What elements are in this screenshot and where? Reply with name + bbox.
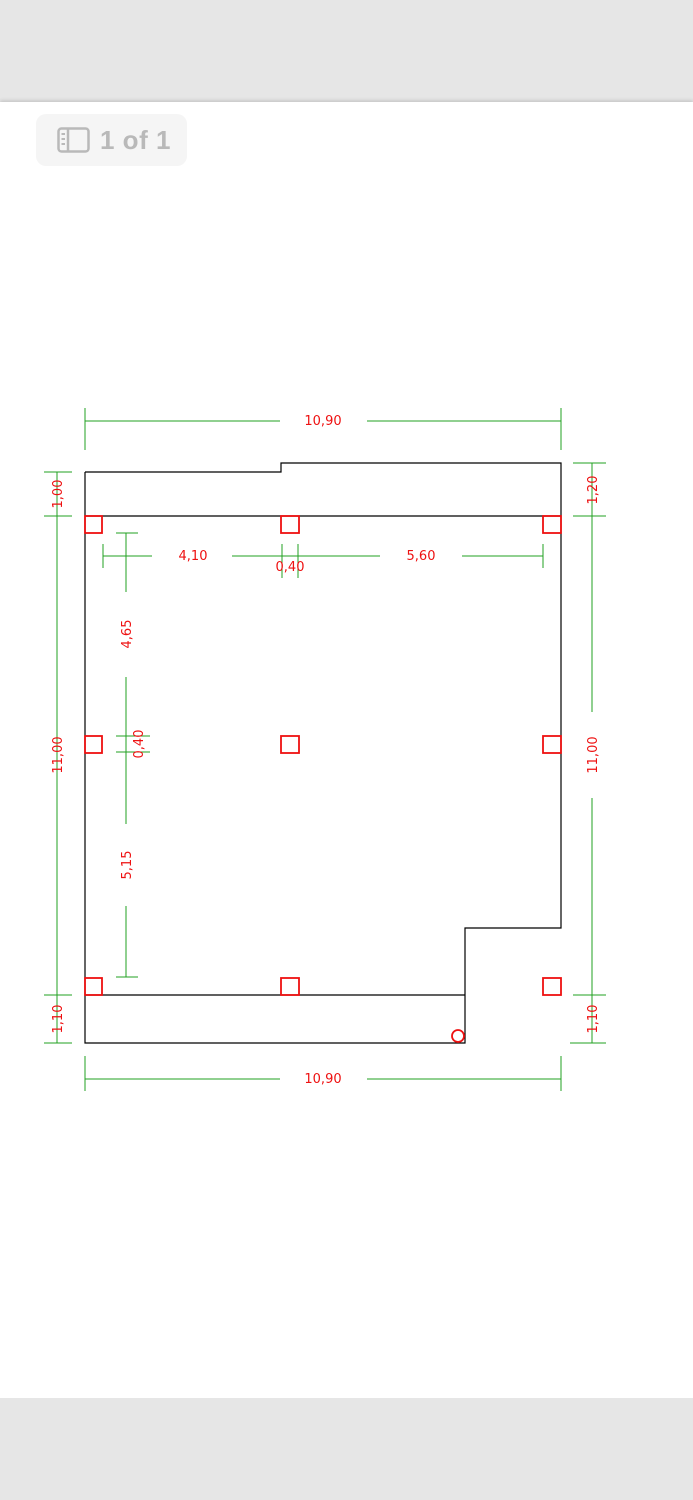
dim-right-top: 1,20 bbox=[586, 476, 601, 505]
column-marker bbox=[280, 977, 300, 996]
dim-right-bottom: 1,10 bbox=[586, 1005, 601, 1034]
page-indicator-button[interactable]: 1 of 1 bbox=[36, 114, 187, 166]
dim-right-middle: 11,00 bbox=[586, 736, 601, 773]
column-marker bbox=[84, 515, 103, 534]
column-marker bbox=[542, 735, 562, 754]
dim-bottom-total: 10,90 bbox=[304, 1072, 341, 1087]
dim-left-middle: 11,00 bbox=[51, 736, 66, 773]
dim-inner-h-mid: 0,40 bbox=[276, 560, 305, 575]
dim-inner-v-mid: 0,40 bbox=[132, 730, 147, 759]
document-page bbox=[0, 102, 693, 1398]
column-marker bbox=[280, 515, 300, 534]
dim-inner-v-top: 4,65 bbox=[120, 620, 135, 649]
column-marker bbox=[84, 735, 103, 754]
viewer-top-bar bbox=[0, 0, 693, 100]
dim-left-bottom: 1,10 bbox=[51, 1005, 66, 1034]
dim-top-total: 10,90 bbox=[304, 414, 341, 429]
viewer-bottom-bar bbox=[0, 1398, 693, 1500]
column-marker bbox=[542, 515, 562, 534]
column-marker bbox=[280, 735, 300, 754]
column-marker bbox=[542, 977, 562, 996]
dim-left-top: 1,00 bbox=[51, 480, 66, 509]
page-indicator-label: 1 of 1 bbox=[100, 124, 171, 155]
column-marker bbox=[84, 977, 103, 996]
point-marker bbox=[451, 1029, 465, 1043]
dim-inner-v-bottom: 5,15 bbox=[120, 851, 135, 880]
dim-inner-h-left: 4,10 bbox=[179, 549, 208, 564]
sidebar-panel-icon bbox=[57, 127, 90, 153]
building-outline bbox=[84, 462, 562, 1044]
dim-inner-h-right: 5,60 bbox=[407, 549, 436, 564]
